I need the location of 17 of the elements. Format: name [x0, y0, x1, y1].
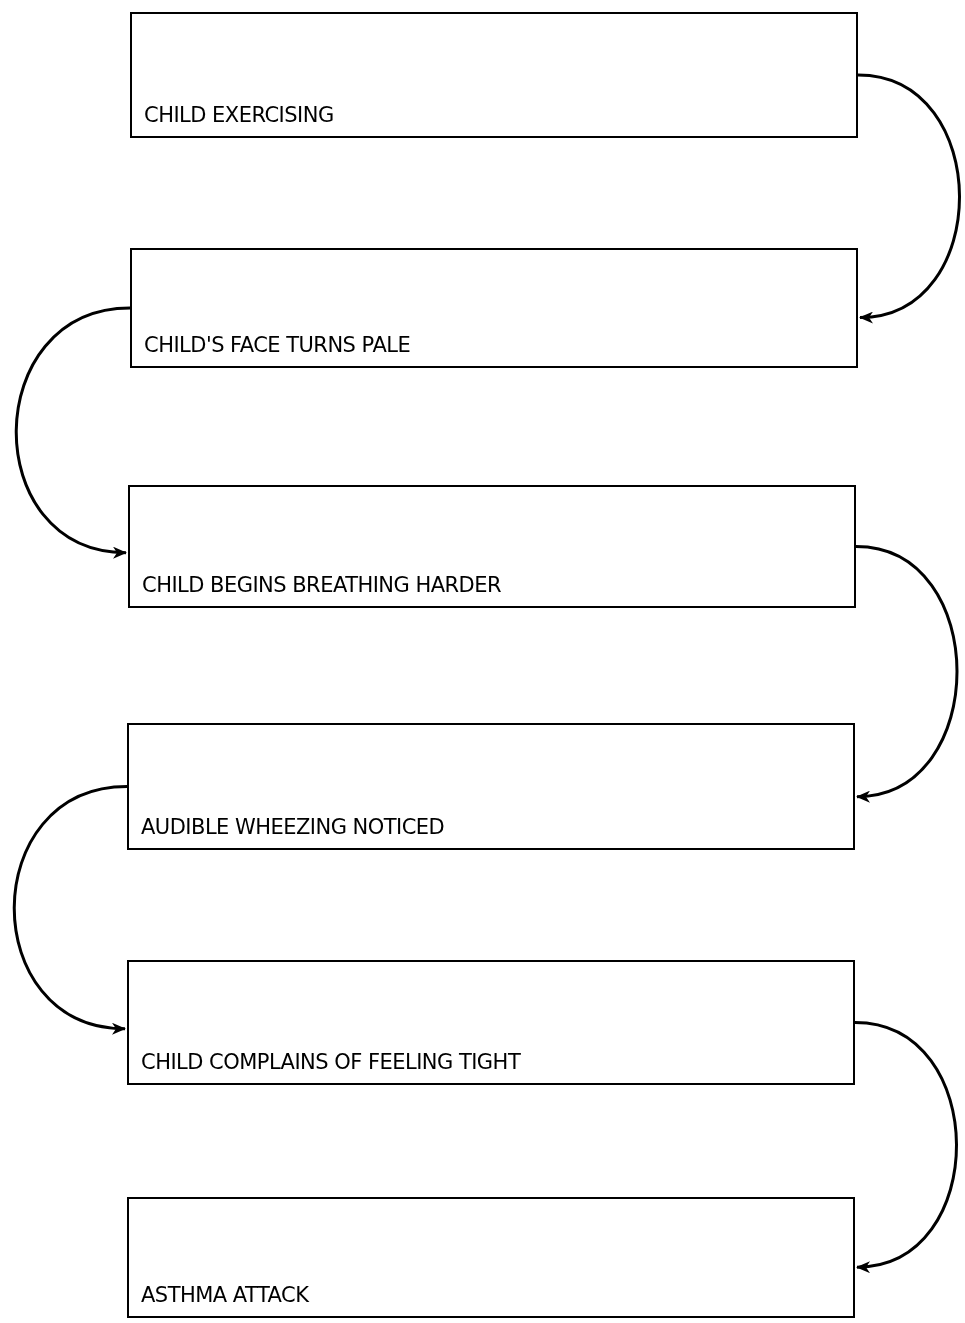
step-label: AUDIBLE WHEEZING NOTICED [141, 813, 446, 840]
process-box [127, 723, 855, 850]
step-label: CHILD'S FACE TURNS PALE [144, 331, 412, 358]
step-label: ASTHMA ATTACK [141, 1281, 310, 1308]
curved-arrow [12, 785, 128, 1033]
curved-arrow [855, 545, 959, 801]
process-box [128, 485, 856, 608]
process-box [130, 248, 858, 368]
process-box [127, 1197, 855, 1318]
process-box [127, 960, 855, 1085]
step-label: CHILD COMPLAINS OF FEELING TIGHT [141, 1048, 522, 1075]
step-label: CHILD EXERCISING [144, 101, 335, 128]
curved-arrow [857, 73, 961, 322]
curved-arrow [854, 1021, 958, 1272]
step-label: CHILD BEGINS BREATHING HARDER [142, 571, 503, 598]
curved-arrow [14, 306, 131, 557]
process-box [130, 12, 858, 138]
